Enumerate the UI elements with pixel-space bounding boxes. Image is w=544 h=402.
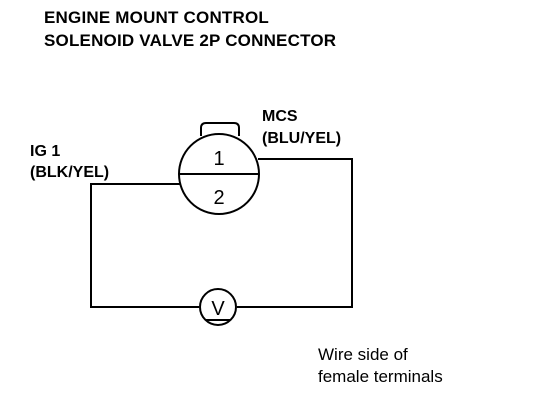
mcs-wire-label: MCS (262, 108, 298, 125)
diagram-title-line-1: ENGINE MOUNT CONTROL (44, 8, 269, 27)
mcs-wire-color: (BLU/YEL) (262, 130, 342, 147)
ig-wire-color: (BLK/YEL) (30, 164, 110, 181)
connector-latch (200, 122, 240, 136)
pin-2-label: 2 (213, 187, 224, 209)
voltmeter-body (199, 288, 237, 326)
view-note-line-2: female terminals (318, 367, 443, 386)
ig-wire (90, 183, 199, 308)
mcs-wire (237, 158, 353, 308)
pin-1-label: 1 (213, 148, 224, 170)
ig-wire-label: IG 1 (30, 143, 61, 160)
view-note-line-1: Wire side of (318, 345, 408, 364)
diagram-title-line-2: SOLENOID VALVE 2P CONNECTOR (44, 31, 337, 50)
voltmeter-icon: V (211, 298, 225, 320)
